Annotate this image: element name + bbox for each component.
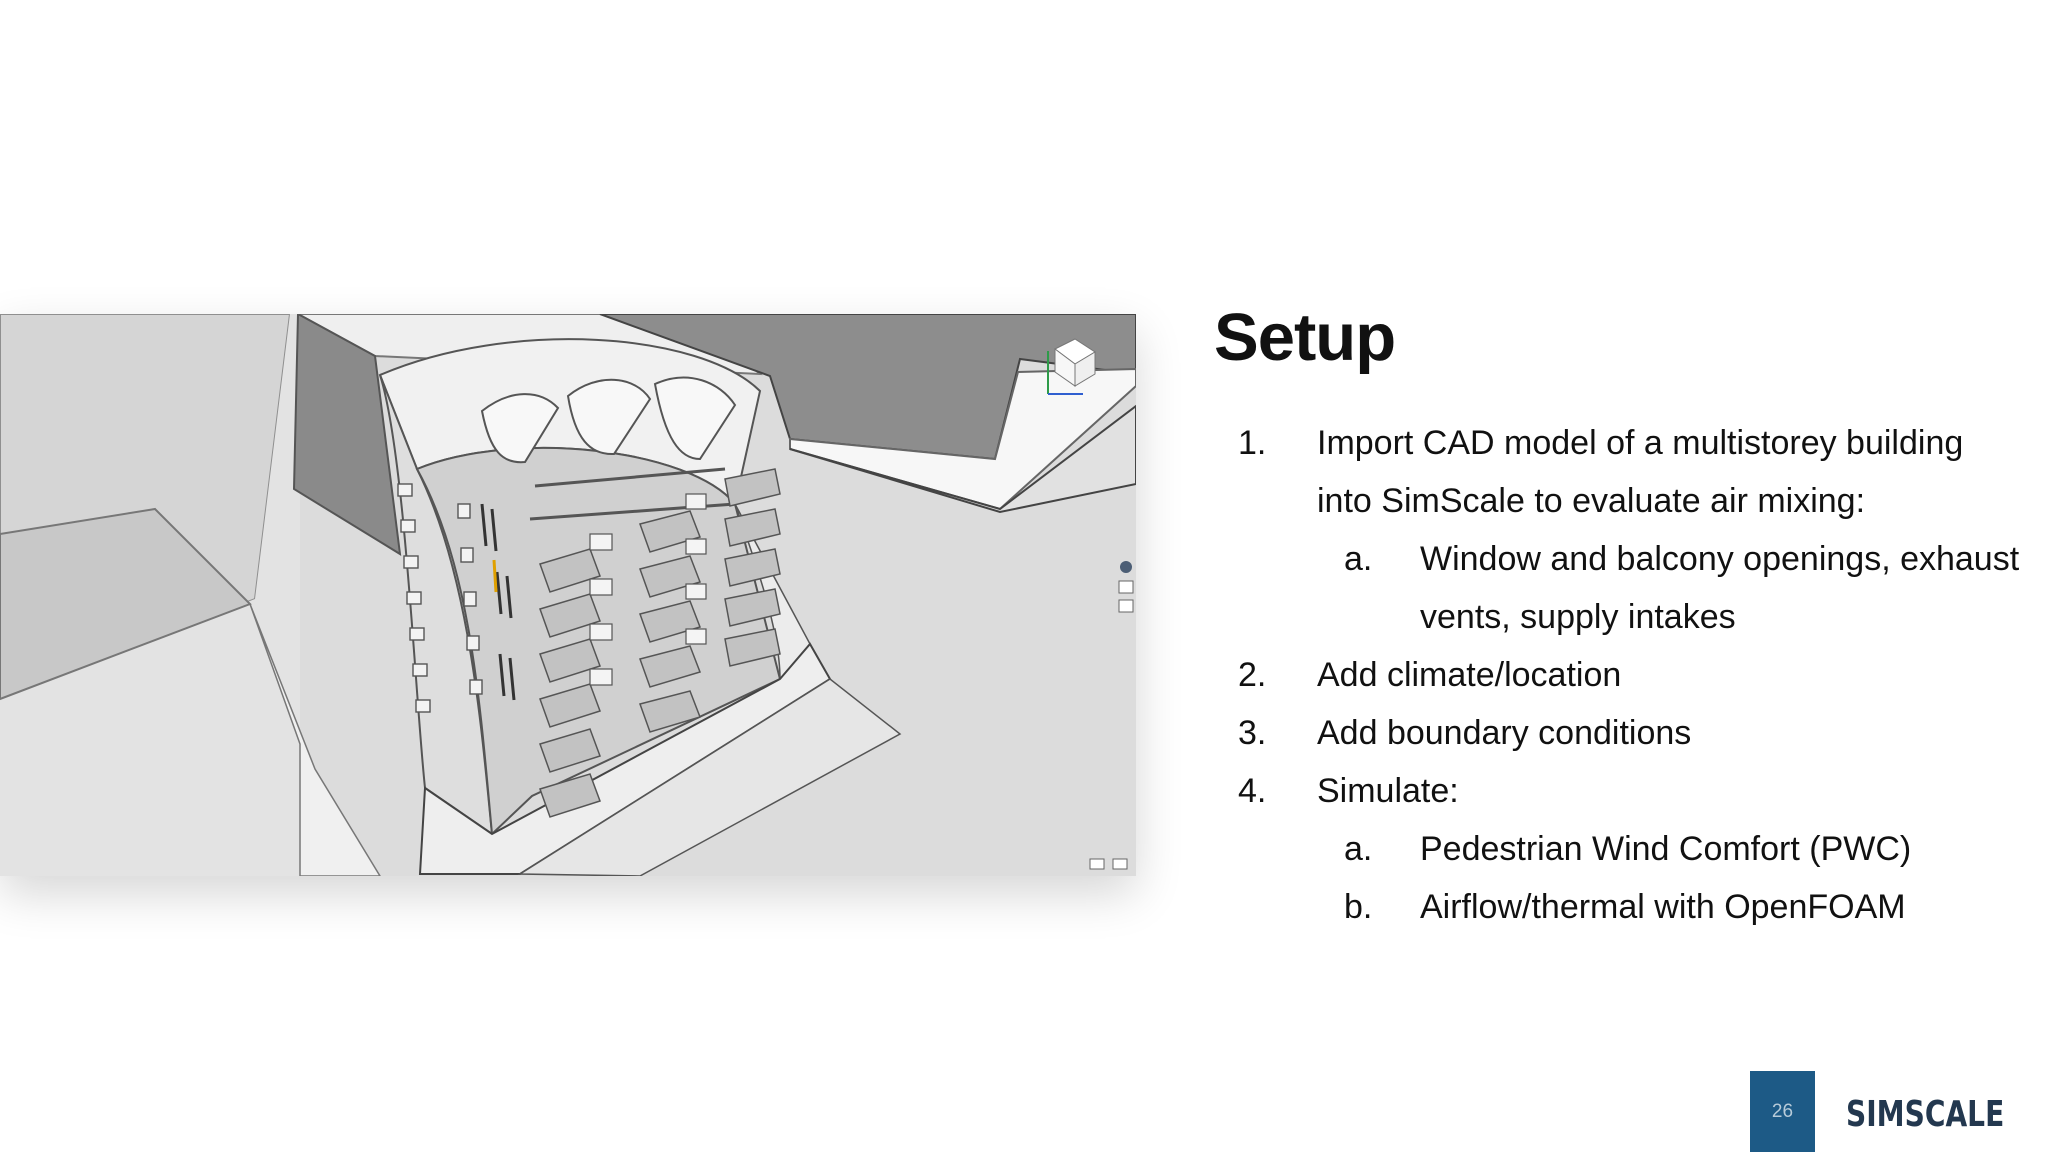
roof-window: [480, 393, 560, 464]
side-window: [397, 483, 413, 497]
list-number: 2.: [1238, 656, 1267, 694]
balcony: [639, 645, 701, 688]
side-window: [460, 547, 474, 563]
list-item: 4. Simulate:: [1214, 762, 2014, 820]
balcony-grid: [539, 468, 781, 818]
list-item: 1. Import CAD model of a multistorey bui…: [1214, 414, 2014, 472]
side-window: [469, 679, 483, 695]
list-number: 4.: [1238, 772, 1267, 810]
sub-list-text: Pedestrian Wind Comfort (PWC): [1420, 830, 1912, 868]
balcony: [724, 588, 781, 627]
view-toolbar-icon[interactable]: [1120, 561, 1132, 573]
facade-stripes: [480, 503, 516, 701]
side-window: [400, 519, 416, 533]
sub-list-item: a. Pedestrian Wind Comfort (PWC): [1214, 820, 2014, 878]
facade-window: [685, 628, 707, 645]
balcony: [639, 555, 701, 598]
sub-list-letter: b.: [1344, 888, 1373, 926]
cad-building-model-image: [0, 314, 1136, 876]
list-item: 3. Add boundary conditions: [1214, 704, 2014, 762]
list-item-continuation: into SimScale to evaluate air mixing:: [1214, 472, 2014, 530]
balcony: [724, 548, 781, 587]
balcony: [639, 690, 701, 733]
facade-stripe: [498, 653, 506, 697]
simscale-logo: SIMSCALE: [1838, 1095, 2028, 1135]
list-text: Add climate/location: [1317, 656, 1622, 694]
display-icon[interactable]: [1112, 858, 1128, 870]
selected-edge: [492, 559, 498, 593]
balcony: [539, 683, 601, 728]
left-ground-edge: [249, 603, 381, 876]
side-window: [406, 591, 422, 605]
sub-list-text: Window and balcony openings, exhaust: [1420, 540, 2020, 578]
sub-list-item: b. Airflow/thermal with OpenFOAM: [1214, 878, 2014, 936]
right-building-base: [789, 404, 1136, 514]
balcony: [539, 638, 601, 683]
section-view-icon[interactable]: [1118, 599, 1134, 613]
viewport-toolbar[interactable]: [1089, 561, 1134, 870]
page-number-badge: 26: [1750, 1071, 1815, 1152]
view-cube[interactable]: [1047, 338, 1096, 395]
balcony: [539, 548, 601, 593]
facade-stripe: [495, 571, 503, 615]
facade-window: [685, 538, 707, 555]
balcony: [539, 593, 601, 638]
sub-list-letter: a.: [1344, 830, 1373, 868]
slide-title: Setup: [1214, 300, 1396, 375]
side-window: [412, 663, 428, 677]
roof-window: [566, 378, 652, 456]
sub-list-text: Airflow/thermal with OpenFOAM: [1420, 888, 1906, 926]
foreground-pavement: [517, 678, 902, 876]
simscale-logo-text: SIMSCALE: [1846, 1094, 2005, 1135]
balcony: [724, 468, 781, 507]
roof-window: [653, 376, 737, 461]
left-ground-plane: [0, 314, 300, 876]
list-item: 2. Add climate/location: [1214, 646, 2014, 704]
side-window: [463, 591, 477, 607]
facade-window: [589, 578, 613, 596]
list-text: Add boundary conditions: [1317, 714, 1692, 752]
facade-stripe: [508, 657, 516, 701]
side-window-column: [397, 483, 483, 713]
view-cube-right[interactable]: [1074, 351, 1096, 387]
sub-list-item: a. Window and balcony openings, exhaust: [1214, 530, 2019, 588]
list-number: 1.: [1238, 424, 1267, 462]
list-number: 3.: [1238, 714, 1267, 752]
roof-rib: [534, 467, 726, 488]
sub-list-item-continuation: vents, supply intakes: [1214, 588, 2014, 646]
facade-window: [589, 668, 613, 686]
balcony: [724, 508, 781, 547]
facade-window: [685, 583, 707, 600]
side-window: [403, 555, 419, 569]
side-window: [409, 627, 425, 641]
sub-list-letter: a.: [1344, 540, 1373, 578]
sub-list-text: vents, supply intakes: [1420, 598, 1736, 636]
balcony: [639, 600, 701, 643]
layers-icon[interactable]: [1089, 858, 1105, 870]
building-viewport: [0, 314, 1136, 876]
list-text: Import CAD model of a multistorey buildi…: [1317, 424, 1964, 462]
balcony: [539, 728, 601, 773]
balcony: [724, 628, 781, 667]
facade-stripe: [490, 508, 498, 552]
side-window: [457, 503, 471, 519]
building-plinth: [418, 642, 832, 875]
box-view-icon[interactable]: [1118, 580, 1134, 594]
facade-window: [589, 533, 613, 551]
rear-left-shadow-wall: [292, 314, 402, 556]
list-text: into SimScale to evaluate air mixing:: [1317, 482, 1866, 520]
facade-window: [589, 623, 613, 641]
balcony: [639, 510, 701, 553]
facade-stripe: [505, 575, 513, 619]
setup-steps-list: 1. Import CAD model of a multistorey bui…: [1214, 414, 2019, 936]
balcony: [539, 773, 601, 818]
page-number: 26: [1771, 1100, 1794, 1122]
side-window: [415, 699, 431, 713]
facade-window: [685, 493, 707, 510]
side-window: [466, 635, 480, 651]
list-text: Simulate:: [1317, 772, 1459, 810]
facade-stripe: [480, 503, 488, 547]
